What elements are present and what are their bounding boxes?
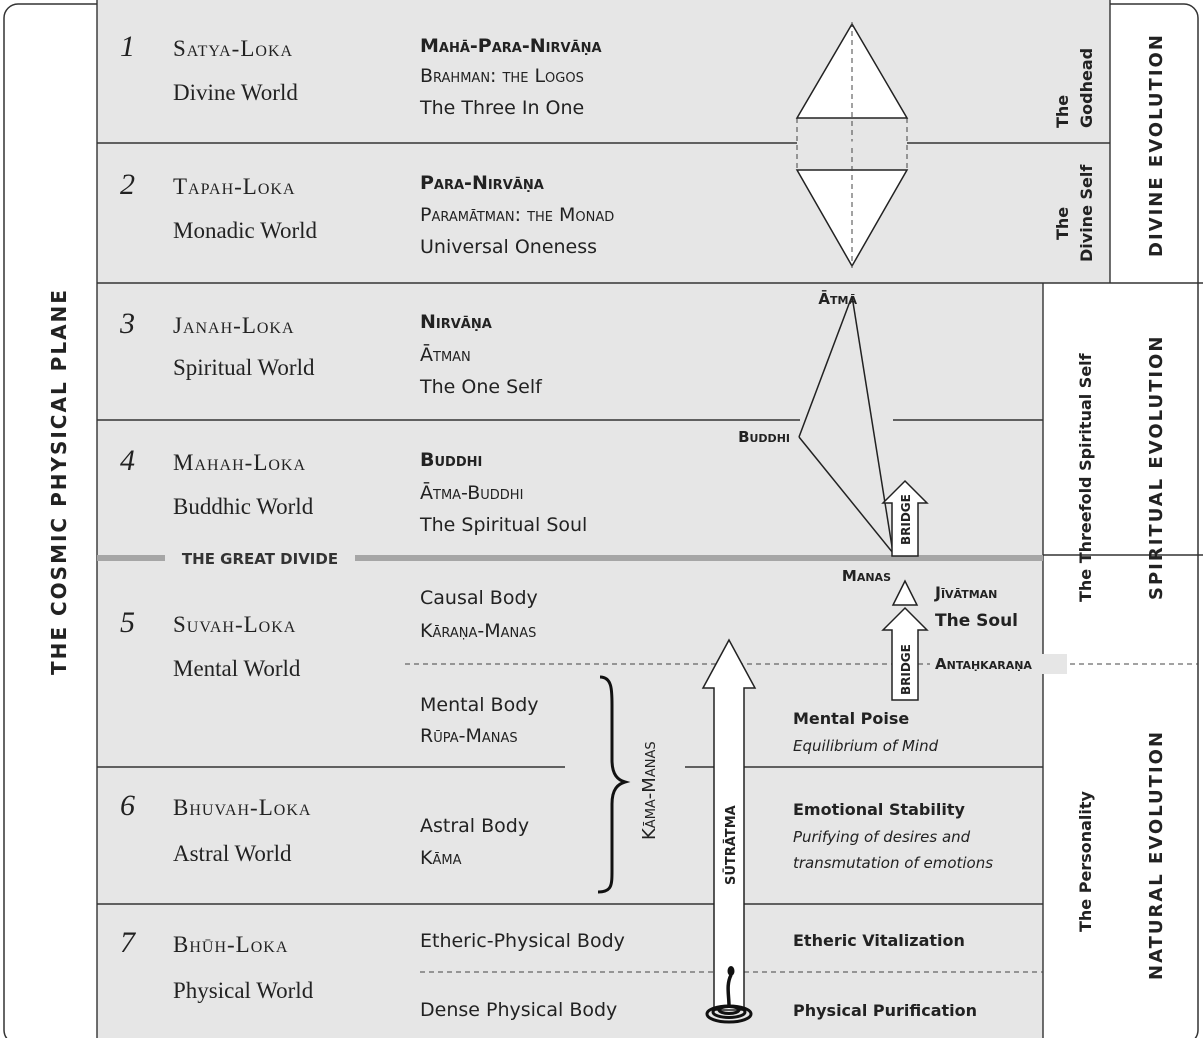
evolution-labels: DIVINE EVOLUTION SPIRITUAL EVOLUTION NAT… — [1146, 33, 1167, 980]
dashed-lines — [405, 22, 1198, 973]
loka-description-line: The Three In One — [419, 97, 584, 119]
personality-label: The Personality — [1076, 790, 1095, 932]
loka-description-line: Dense Physical Body — [420, 999, 617, 1021]
loka-description-line: The One Self — [419, 376, 543, 398]
loka-name: Bhūh-Loka — [173, 932, 288, 957]
loka-description-line: Rūpa-Manas — [420, 725, 518, 747]
loka-world: Divine World — [173, 80, 298, 105]
loka-name: Satya-Loka — [173, 36, 293, 61]
loka-description-line: Ātman — [420, 342, 471, 366]
cosmic-plane-label: THE COSMIC PHYSICAL PLANE — [47, 288, 71, 675]
natural-evolution-label: NATURAL EVOLUTION — [1146, 730, 1167, 980]
loka-description-line: Universal Oneness — [420, 236, 597, 258]
serpent-icon — [705, 966, 753, 1024]
loka-number: 7 — [120, 926, 137, 959]
loka-description-line: Ātma-Buddhi — [420, 480, 523, 504]
great-divide-label-bg — [165, 548, 355, 568]
loka-name: Tapah-Loka — [173, 174, 296, 199]
loka-world: Buddhic World — [173, 494, 314, 519]
right-note-subtitle: Purifying of desires and — [793, 828, 971, 846]
right-column-notes: Mental Poise Equilibrium of Mind Emotion… — [793, 709, 993, 1020]
right-note-title: Etheric Vitalization — [793, 931, 965, 950]
loka-world: Astral World — [173, 841, 292, 866]
loka-number: 3 — [119, 307, 135, 340]
soul-label: The Soul — [935, 611, 1018, 631]
antahkarana-label: Antaḥkaraṇa — [935, 655, 1032, 673]
loka-description-line: The Spiritual Soul — [419, 514, 587, 536]
buddhi-manas-line — [798, 436, 894, 554]
sutratma-label: SŪTRĀTMA — [723, 805, 739, 885]
loka-description-line: Mahā-Para-Nirvāṇa — [420, 35, 602, 57]
divine-self-line-2: Divine Self — [1077, 164, 1096, 262]
loka-world: Spiritual World — [173, 355, 315, 380]
right-note-title: Emotional Stability — [793, 800, 965, 819]
loka-name: Bhuvah-Loka — [173, 795, 311, 820]
loka-world: Physical World — [173, 978, 314, 1003]
threefold-self-label: The Threefold Spiritual Self — [1076, 352, 1095, 602]
manas-label: Manas — [842, 567, 891, 585]
loka-description-line: Buddhi — [420, 449, 482, 471]
great-divide-bar — [97, 555, 1043, 561]
loka-description-line: Mental Body — [420, 694, 539, 716]
great-divide-label: THE GREAT DIVIDE — [182, 550, 338, 568]
godhead-line-2: Godhead — [1077, 48, 1096, 128]
loka-description-line: Para-Nirvāṇa — [420, 172, 544, 194]
divine-section-bg — [97, 0, 1110, 283]
loka-number: 2 — [120, 168, 135, 201]
loka-description-line: Paramātman: the Monad — [420, 204, 614, 226]
lower-bridge-arrow — [881, 606, 929, 701]
spiritual-triad — [798, 295, 894, 554]
loka-description-line: Causal Body — [420, 587, 538, 609]
jivatman-triangle-icon — [891, 579, 919, 606]
loka-name: Janah-Loka — [173, 313, 295, 338]
atma-buddhi-line — [798, 295, 853, 438]
spiritual-evolution-label: SPIRITUAL EVOLUTION — [1146, 335, 1167, 600]
upper-bridge-arrow — [881, 479, 929, 557]
lower-section-bg — [97, 283, 1043, 1038]
loka-description-line: Kāma — [420, 847, 462, 869]
right-note-title: Physical Purification — [793, 1001, 977, 1020]
upper-bridge-label: BRIDGE — [899, 494, 913, 545]
loka-name: Mahah-Loka — [173, 450, 306, 475]
sutratma-arrow — [701, 638, 757, 1011]
atma-label: Ātmā — [818, 288, 857, 308]
great-divide: THE GREAT DIVIDE — [97, 548, 1043, 568]
buddhi-label: Buddhi — [738, 428, 790, 446]
loka-number: 6 — [120, 789, 135, 822]
godhead-line-1: The — [1053, 95, 1072, 128]
loka-number: 4 — [120, 444, 135, 477]
divine-self-line-1: The — [1053, 207, 1072, 240]
loka-description-line: Kāraṇa-Manas — [420, 620, 536, 642]
loka-number: 5 — [120, 606, 135, 639]
lower-bridge-label: BRIDGE — [899, 644, 913, 695]
loka-number: 1 — [120, 30, 135, 63]
self-labels: The Godhead The Divine Self The Threefol… — [1053, 48, 1096, 932]
loka-description-line: Etheric-Physical Body — [420, 930, 625, 952]
kama-manas-label: Kāma-Manas — [639, 741, 660, 840]
loka-description-line: Brahman: the Logos — [420, 65, 584, 87]
bridge-arrows — [881, 479, 929, 701]
kama-manas-brace — [597, 675, 631, 894]
right-note-subtitle: transmutation of emotions — [793, 854, 993, 872]
right-note-subtitle: Equilibrium of Mind — [793, 737, 939, 755]
loka-description-line: Nirvāṇa — [420, 311, 492, 333]
loka-world: Mental World — [173, 656, 301, 681]
loka-name: Suvah-Loka — [173, 612, 296, 637]
right-note-title: Mental Poise — [793, 709, 909, 728]
loka-description-line: Astral Body — [420, 815, 529, 837]
jivatman-label: Jīvātman — [934, 583, 997, 602]
divine-evolution-label: DIVINE EVOLUTION — [1146, 33, 1167, 257]
atma-manas-line — [851, 295, 894, 554]
loka-world: Monadic World — [173, 218, 318, 243]
